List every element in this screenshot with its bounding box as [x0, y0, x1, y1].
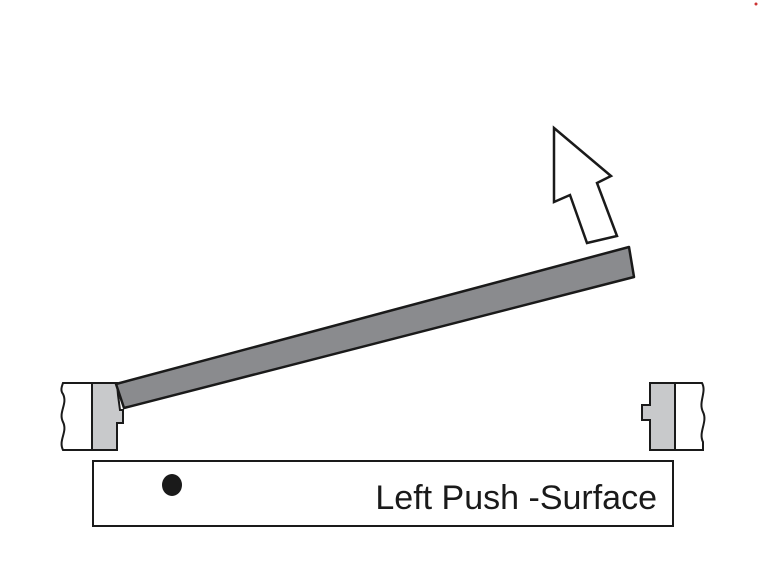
label-box: Left Push -Surface: [92, 460, 674, 527]
wall-frame-right: [641, 382, 706, 451]
accent-dot: [754, 2, 758, 6]
wall-right: [674, 382, 706, 451]
diagram-label: Left Push -Surface: [375, 479, 657, 517]
label-box-frame: [92, 460, 674, 527]
arrow-up-icon: [552, 125, 619, 245]
wall-left: [60, 382, 93, 451]
jamb-right: [641, 382, 676, 451]
dot-marker: [162, 474, 182, 496]
door-leaf-open: [114, 245, 636, 410]
wall-frame-left: [60, 382, 124, 451]
